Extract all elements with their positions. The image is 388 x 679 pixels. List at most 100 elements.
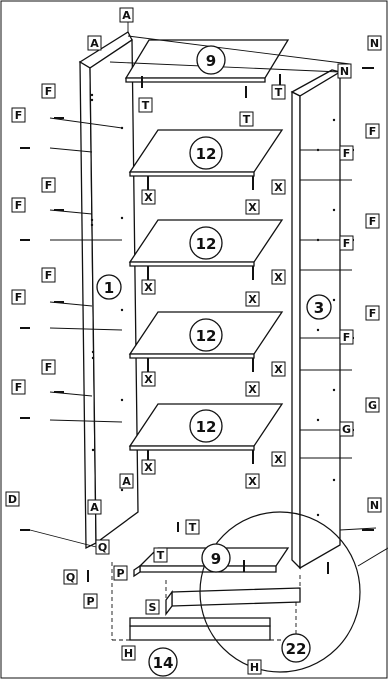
svg-text:F: F	[15, 199, 23, 212]
plinth-front-board	[129, 617, 271, 641]
svg-text:A: A	[122, 9, 131, 22]
svg-text:G: G	[368, 399, 377, 412]
fitting-label-X-4c: X	[271, 451, 286, 467]
svg-text:A: A	[90, 501, 99, 514]
fitting-label-D: D	[5, 491, 20, 507]
svg-text:X: X	[248, 201, 257, 214]
svg-text:22: 22	[286, 640, 307, 658]
svg-text:N: N	[370, 37, 379, 50]
fitting-label-T-top-left: T	[138, 97, 153, 113]
part-number-shelf-1: 12	[189, 136, 223, 170]
svg-text:F: F	[343, 237, 351, 250]
fitting-label-X-3a: X	[141, 371, 156, 387]
fitting-label-F-3: F	[41, 177, 56, 193]
fitting-label-A-upper: A	[87, 35, 102, 51]
svg-text:X: X	[274, 363, 283, 376]
fitting-label-X-2a: X	[141, 279, 156, 295]
fitting-label-T-top-mid: T	[239, 111, 254, 127]
svg-text:X: X	[274, 181, 283, 194]
svg-text:Q: Q	[98, 541, 107, 554]
svg-text:12: 12	[196, 235, 217, 253]
svg-text:F: F	[343, 147, 351, 160]
fitting-label-T-top-right: T	[271, 84, 286, 100]
svg-text:T: T	[142, 99, 150, 112]
fitting-label-Q-2: Q	[63, 569, 78, 585]
fitting-label-X-1b: X	[245, 199, 260, 215]
svg-text:T: T	[157, 549, 165, 562]
plinth-back-board	[165, 587, 301, 616]
fitting-label-F-right-3: F	[365, 213, 380, 229]
svg-text:12: 12	[196, 327, 217, 345]
svg-text:F: F	[343, 331, 351, 344]
fitting-label-G-2: G	[339, 421, 354, 437]
fitting-label-F-4: F	[11, 197, 26, 213]
fitting-label-F-1: F	[41, 83, 56, 99]
svg-text:N: N	[340, 65, 349, 78]
svg-text:X: X	[248, 475, 257, 488]
fitting-label-F-2: F	[11, 107, 26, 123]
svg-text:G: G	[342, 423, 351, 436]
part-number-side-right: 3	[306, 294, 332, 320]
svg-text:X: X	[144, 373, 153, 386]
fitting-label-T-bottom-a: T	[185, 519, 200, 535]
svg-text:F: F	[15, 109, 23, 122]
fitting-label-F-right-4: F	[339, 235, 354, 251]
fitting-label-X-2c: X	[271, 269, 286, 285]
svg-text:X: X	[144, 281, 153, 294]
part-number-shelf-3: 12	[189, 318, 223, 352]
fitting-label-A-lower: A	[87, 499, 102, 515]
svg-text:S: S	[149, 601, 157, 614]
fitting-label-N-bottom: N	[367, 497, 382, 513]
svg-text:F: F	[45, 85, 53, 98]
part-number-plinth-front: 14	[148, 647, 178, 677]
fitting-label-P-2: P	[83, 593, 98, 609]
fitting-label-T-bottom-b: T	[153, 547, 168, 563]
fitting-label-F-right-5: F	[365, 305, 380, 321]
part-number-shelf-2: 12	[189, 226, 223, 260]
svg-text:P: P	[116, 567, 124, 580]
svg-text:X: X	[248, 383, 257, 396]
svg-text:H: H	[250, 661, 259, 674]
svg-text:F: F	[369, 125, 377, 138]
svg-text:X: X	[144, 461, 153, 474]
svg-text:X: X	[144, 191, 153, 204]
fitting-label-S: S	[145, 599, 160, 615]
detail-leader	[357, 547, 388, 567]
svg-text:F: F	[45, 361, 53, 374]
fitting-label-P-1: P	[113, 565, 128, 581]
svg-text:14: 14	[153, 654, 174, 672]
fitting-label-X-3b: X	[245, 381, 260, 397]
svg-text:Q: Q	[66, 571, 75, 584]
svg-text:D: D	[8, 493, 17, 506]
svg-text:T: T	[189, 521, 197, 534]
svg-text:F: F	[15, 381, 23, 394]
fitting-label-X-4b: X	[245, 473, 260, 489]
detail-magnifier-circle	[199, 511, 361, 673]
svg-text:1: 1	[104, 279, 114, 297]
svg-text:T: T	[275, 86, 283, 99]
svg-text:H: H	[124, 647, 133, 660]
fitting-label-A-bottom: A	[119, 473, 134, 489]
fitting-label-X-4a: X	[141, 459, 156, 475]
fitting-label-A-top: A	[119, 7, 134, 23]
fitting-label-X-2b: X	[245, 291, 260, 307]
fitting-label-F-right-1: F	[365, 123, 380, 139]
part-number-bottom-shelf: 9	[201, 543, 231, 573]
svg-text:X: X	[248, 293, 257, 306]
svg-text:A: A	[90, 37, 99, 50]
fitting-label-F-8: F	[11, 379, 26, 395]
side-panel-right	[290, 69, 342, 570]
fitting-label-X-1c: X	[271, 179, 286, 195]
fitting-label-X-3c: X	[271, 361, 286, 377]
fitting-label-N-top: N	[367, 35, 382, 51]
svg-text:X: X	[274, 271, 283, 284]
fitting-label-F-right-6: F	[339, 329, 354, 345]
fitting-label-F-7: F	[41, 359, 56, 375]
fitting-pins	[20, 67, 374, 582]
svg-text:12: 12	[196, 145, 217, 163]
fitting-label-G-1: G	[365, 397, 380, 413]
fitting-label-N-panel: N	[337, 63, 352, 79]
fitting-label-H-right: H	[247, 659, 262, 675]
svg-text:9: 9	[211, 550, 221, 568]
svg-text:F: F	[369, 215, 377, 228]
